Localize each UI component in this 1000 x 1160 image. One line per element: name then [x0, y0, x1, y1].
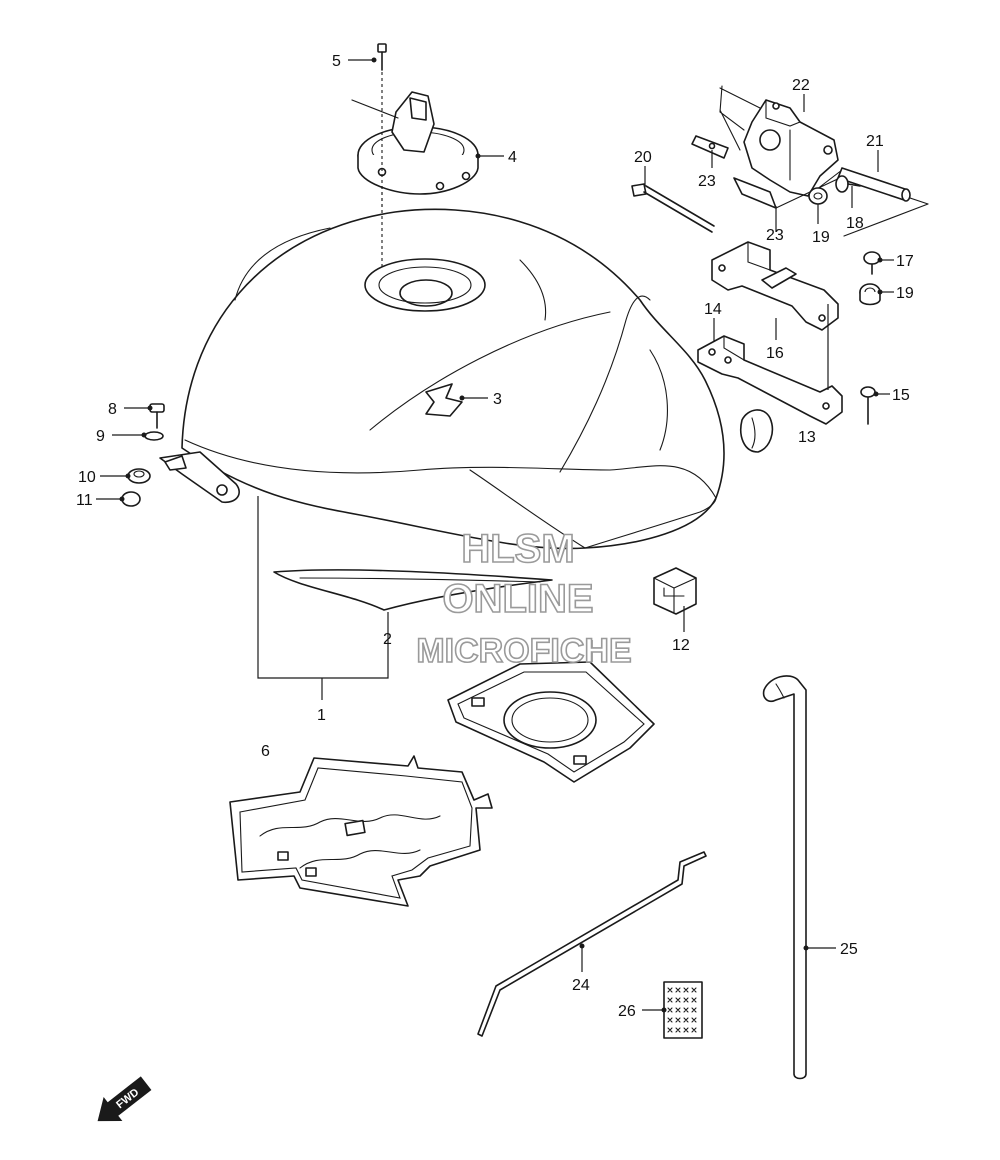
callout-labels: 5 4 3 8 9 10 11 2 1 6 12 22 21 20 23 18 … [76, 53, 914, 1020]
callout-25: 25 [840, 941, 858, 958]
tank-under-cover [229, 755, 493, 907]
callout-18: 18 [846, 215, 864, 232]
tank-rear-stay [711, 241, 839, 331]
callout-21: 21 [866, 133, 884, 150]
callout-10: 10 [78, 469, 96, 486]
callout-15: 15 [892, 387, 910, 404]
bolt-18 [835, 175, 861, 193]
nut-upper [808, 187, 828, 205]
callout-9: 9 [96, 428, 105, 445]
callout-14: 14 [704, 301, 722, 318]
hinge-bracket [743, 99, 839, 197]
fuel-cap [351, 91, 479, 195]
callout-24: 24 [572, 977, 590, 994]
callout-19-upper: 19 [812, 229, 830, 246]
breather-hose [762, 675, 807, 1080]
callout-20: 20 [634, 149, 652, 166]
washer [144, 431, 164, 441]
forward-arrow-icon [97, 1076, 152, 1122]
callout-11: 11 [76, 492, 93, 509]
callout-23-upper: 23 [698, 173, 716, 190]
callout-12: 12 [672, 637, 690, 654]
tank-cushion-strip [273, 569, 553, 611]
callout-1: 1 [317, 707, 326, 724]
callout-13: 13 [798, 429, 816, 446]
callout-23-lower: 23 [766, 227, 784, 244]
front-cushion [127, 468, 151, 484]
hinge-pin [837, 167, 911, 202]
bolt-17 [863, 251, 881, 275]
leader-lines [96, 57, 894, 1013]
callout-4: 4 [508, 149, 517, 166]
callout-26: 26 [618, 1003, 636, 1020]
tank-rear-bracket [697, 335, 843, 425]
callout-16: 16 [766, 345, 784, 362]
part-1-bracket [257, 496, 389, 700]
callout-2: 2 [383, 631, 392, 648]
callout-19-lower: 19 [896, 285, 914, 302]
tank-emblem [425, 383, 463, 417]
cushion-block [653, 567, 697, 615]
callout-5: 5 [332, 53, 341, 70]
cap-bolt [377, 43, 387, 71]
clip-lower [733, 177, 777, 209]
callout-3: 3 [493, 391, 502, 408]
support-rod [477, 851, 707, 1037]
callout-22: 22 [792, 77, 810, 94]
caution-label [663, 981, 703, 1039]
pump-plate-gasket [447, 640, 655, 783]
callout-8: 8 [108, 401, 117, 418]
watermark-line-3: MICROFICHE [416, 632, 631, 670]
front-collar [121, 491, 141, 507]
nut-lower [859, 283, 881, 306]
watermark-line-2: ONLINE [442, 577, 593, 621]
watermark: HLSM ONLINE MICROFICHE [416, 526, 633, 671]
watermark-line-1: HLSM [461, 527, 574, 571]
fuel-tank [159, 208, 774, 550]
callout-17: 17 [896, 253, 914, 270]
clip-upper [691, 135, 729, 159]
bolt-15 [860, 386, 876, 425]
forward-direction-badge: FWD [97, 1076, 152, 1122]
long-bolt [631, 183, 715, 233]
callout-6: 6 [261, 743, 270, 760]
